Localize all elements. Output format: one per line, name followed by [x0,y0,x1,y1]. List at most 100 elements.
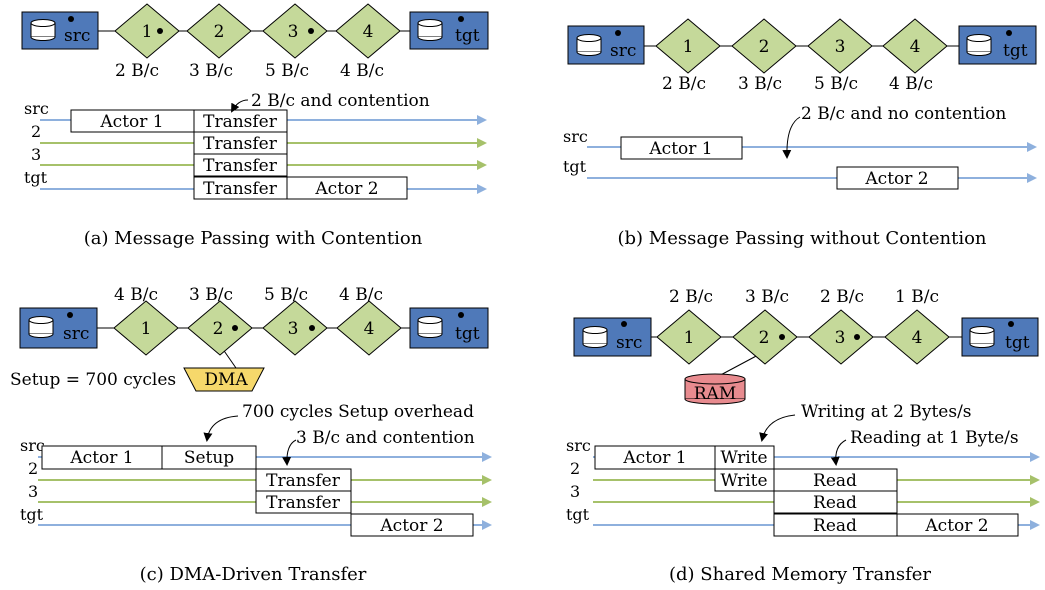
database-icon [30,19,56,41]
rate-label: 5 B/c [814,74,858,94]
curved-arrow-icon [203,415,239,442]
lane-label: tgt [563,157,587,176]
core-dot [458,16,464,22]
rate-label: 5 B/c [265,61,309,81]
timeline-d: src 2 3 tgt Actor 1 Write Write Read Rea… [566,402,1040,537]
caption: (a) Message Passing with Contention [84,228,423,249]
database-icon [582,326,608,348]
panel-a: src 1 2 3 4 tgt 2 B/c 3 B/c 5 B/c 4 B [21,3,489,249]
node-label: 3 [288,22,299,42]
rate-label: 5 B/c [264,285,308,305]
box-label: Actor 2 [924,516,988,536]
actor-box [836,166,959,190]
actor-box [286,176,408,200]
node-diamond [336,300,402,356]
rate-label: 3 B/c [189,285,233,305]
box-label: Read [813,471,857,491]
box-label: Transfer [203,156,278,176]
node-label: 2 [214,22,225,42]
timeline-c: src 2 3 tgt Actor 1 Setup Transfer Trans… [20,402,492,537]
rate-labels-b: 2 B/c 3 B/c 5 B/c 4 B/c [662,74,933,94]
core-dot [779,334,785,340]
core-dot [615,30,621,36]
transfer-box [193,153,288,177]
actor-box [896,513,1019,537]
node-label: 1 [683,37,694,57]
node-label: 4 [364,319,375,339]
database-icon [576,34,602,56]
annotation: 700 cycles Setup overhead [242,402,474,422]
core-dot [458,312,464,318]
panel-c: 4 B/c 3 B/c 5 B/c 4 B/c src 1 2 3 [10,285,492,585]
lane-label: tgt [20,505,44,524]
rate-labels-a: 2 B/c 3 B/c 5 B/c 4 B/c [115,61,384,81]
node-diamond [262,3,328,59]
box-label: Actor 2 [314,179,378,199]
setup-box [161,445,257,470]
rate-label: 3 B/c [189,61,233,81]
timeline-a: src 2 3 tgt Actor 1 Transfer Transfer Tr… [24,91,487,200]
node-diamond [655,18,721,74]
box-label: Actor 1 [648,139,712,159]
curved-arrow-icon [282,439,297,466]
box-label: Read [813,493,857,513]
caption: (c) DMA-Driven Transfer [140,564,367,585]
core-dot [232,325,238,331]
rate-label: 3 B/c [745,287,789,307]
box-label: Write [720,448,767,468]
box-label: Actor 1 [69,448,133,468]
curved-arrow-icon [759,414,796,442]
node-diamond [187,300,253,356]
node-diamond [186,3,252,59]
tgt-label: tgt [1003,41,1028,61]
lane-label: 3 [31,145,41,164]
rate-label: 3 B/c [738,74,782,94]
actor-box [620,136,743,160]
annotation: 2 B/c and no contention [801,104,1006,124]
ram-icon [684,373,746,405]
tgt-label: tgt [455,26,480,46]
rate-label: 4 B/c [339,285,383,305]
rate-labels-c: 4 B/c 3 B/c 5 B/c 4 B/c [114,285,383,305]
core-dot [308,28,314,34]
dma-engine [183,367,265,392]
transfer-box [255,490,352,514]
topology-c: src 1 2 3 4 tgt DMA Setup = 700 cycles [10,300,489,392]
box-label: Actor 2 [379,516,443,536]
core-dot [67,312,73,318]
node-label: 1 [142,22,153,42]
annotation: Writing at 2 Bytes/s [801,402,972,422]
annotation: 3 B/c and contention [296,428,475,448]
rate-label: 4 B/c [114,285,158,305]
rate-labels-d: 2 B/c 3 B/c 2 B/c 1 B/c [669,287,939,307]
box-label: Transfer [203,134,278,154]
box-label: Transfer [266,471,341,491]
tgt-label: tgt [455,324,480,344]
annotation: Reading at 1 Byte/s [850,428,1019,448]
core-dot [1006,30,1012,36]
read-box [773,490,898,514]
node-label: 3 [835,37,846,57]
node-diamond [732,309,798,365]
node-label: 2 [759,37,770,57]
node-label: 4 [363,22,374,42]
rate-label: 4 B/c [889,74,933,94]
src-label: src [616,333,642,353]
core-dot [309,325,315,331]
curved-arrow-icon [782,116,801,159]
lane-label: 3 [28,482,38,501]
dma-label: DMA [204,370,248,390]
setup-text: Setup = 700 cycles [10,370,176,390]
core-dot [68,16,74,22]
node-diamond [807,18,873,74]
lane-label: tgt [566,505,590,524]
panel-d: 2 B/c 3 B/c 2 B/c 1 B/c src 1 2 3 [566,287,1040,585]
database-icon [966,34,992,56]
core-dot [621,321,627,327]
lane-label: src [566,436,591,455]
node-label: 1 [684,328,695,348]
node-diamond [882,18,948,74]
node-label: 1 [141,319,152,339]
tgt-label: tgt [1005,333,1030,353]
rate-label: 4 B/c [340,61,384,81]
